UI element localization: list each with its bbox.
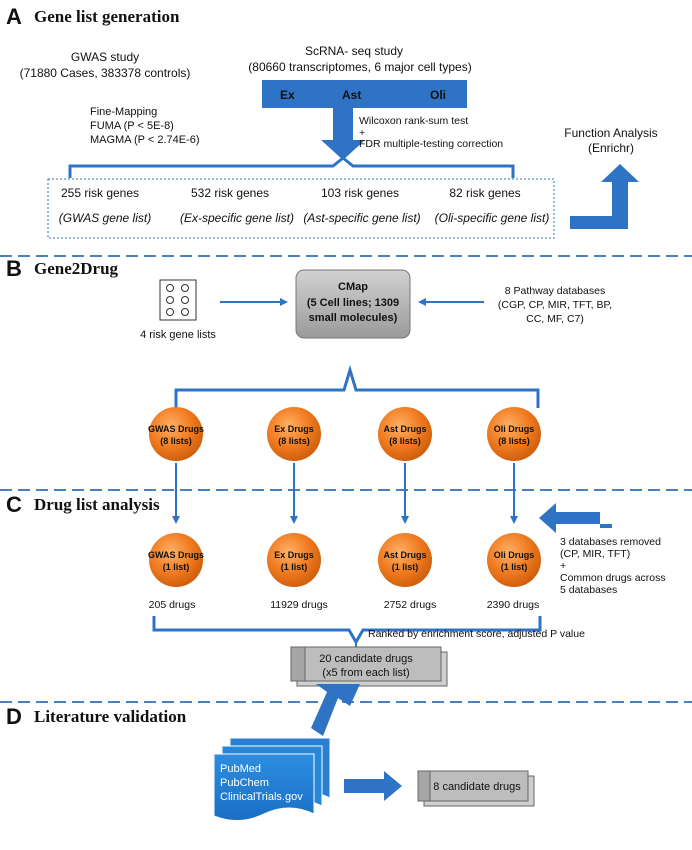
drug-lists: (1 list) (281, 562, 308, 572)
drug-lists: (8 lists) (498, 436, 530, 446)
function-analysis-arrow (570, 164, 639, 229)
drug-circle-gwas-c: GWAS Drugs (1 list) (148, 533, 204, 587)
gene-list-oli: (Oli-specific gene list) (435, 211, 550, 225)
drug-lists: (1 list) (501, 562, 528, 572)
literature-documents-icon (213, 737, 331, 821)
arrow-to-final (344, 771, 402, 801)
section-d-letter: D (6, 704, 22, 729)
drug-count-ex: 11929 drugs (270, 599, 328, 611)
drug-name: Ast Drugs (383, 550, 426, 560)
finemap-label-2: FUMA (P < 5E-8) (90, 120, 174, 132)
gene-count-ex: 532 risk genes (191, 186, 269, 200)
gene-count-gwas: 255 risk genes (61, 186, 139, 200)
ranked-label: Ranked by enrichment score, adjusted P v… (368, 628, 585, 640)
brace-c (152, 616, 542, 645)
function-analysis-1: Function Analysis (564, 126, 657, 140)
drug-count-gwas: 205 drugs (149, 599, 196, 611)
databases-removed-arrow (539, 503, 612, 533)
section-a-letter: A (6, 4, 22, 29)
drug-name: GWAS Drugs (148, 424, 204, 434)
wilcoxon-label-1: Wilcoxon rank-sum test (359, 115, 468, 127)
drug-name: GWAS Drugs (148, 550, 204, 560)
drug-circle-ex-c: Ex Drugs (1 list) (267, 533, 321, 587)
gwas-study-title: GWAS study (71, 50, 139, 64)
cell-type-oli: Oli (430, 88, 446, 102)
finemap-label-3: MAGMA (P < 2.74E-6) (90, 134, 200, 146)
drug-count-ast: 2752 drugs (384, 599, 437, 611)
gene-list-box (47, 178, 555, 239)
final-candidates-box (417, 770, 535, 807)
drug-lists: (1 list) (392, 562, 419, 572)
gene-plate-icon (159, 279, 197, 321)
candidate-drugs-box (290, 646, 448, 687)
drug-lists: (8 lists) (389, 436, 421, 446)
drug-lists: (1 list) (163, 562, 190, 572)
drug-name: Oli Drugs (494, 550, 535, 560)
final-candidates-label: 8 candidate drugs (433, 781, 521, 793)
section-c-title: Drug list analysis (34, 495, 160, 514)
gwas-study-sub: (71880 Cases, 383378 controls) (20, 66, 191, 80)
doc-pubmed: PubMed (220, 763, 261, 775)
section-c-letter: C (6, 492, 22, 517)
drug-name: Ast Drugs (383, 424, 426, 434)
scrna-down-arrow (321, 108, 365, 160)
drug-circle-ast-b: Ast Drugs (8 lists) (378, 407, 432, 461)
diagonal-arrow (311, 684, 360, 736)
cmap-box (295, 269, 411, 339)
drug-lists: (8 lists) (278, 436, 310, 446)
removed-label-5: 5 databases (560, 584, 617, 596)
gene-list-ex: (Ex-specific gene list) (180, 211, 294, 225)
function-analysis-2: (Enrichr) (588, 141, 634, 155)
drug-circle-ast-c: Ast Drugs (1 list) (378, 533, 432, 587)
candidates-label-2: (x5 from each list) (322, 667, 409, 679)
drug-name: Oli Drugs (494, 424, 535, 434)
drug-circle-gwas-b: GWAS Drugs (8 lists) (148, 407, 204, 461)
pathway-label-1: 8 Pathway databases (505, 285, 605, 297)
wilcoxon-label-2: + (359, 127, 365, 139)
drug-circle-oli-c: Oli Drugs (1 list) (487, 533, 541, 587)
gene-count-ast: 103 risk genes (321, 186, 399, 200)
drug-circle-oli-b: Oli Drugs (8 lists) (487, 407, 541, 461)
gene-lists-label: 4 risk gene lists (140, 329, 216, 341)
drug-circle-ex-b: Ex Drugs (8 lists) (267, 407, 321, 461)
section-b-title: Gene2Drug (34, 259, 119, 278)
removed-label-1: 3 databases removed (560, 536, 661, 548)
cell-type-ex: Ex (280, 88, 295, 102)
scrna-study-title: ScRNA- seq study (305, 44, 403, 58)
cmap-label-3: small molecules) (309, 312, 398, 324)
drug-name: Ex Drugs (274, 550, 314, 560)
brace-b (174, 364, 540, 408)
cell-type-bar (262, 80, 467, 108)
candidates-label-1: 20 candidate drugs (319, 653, 413, 665)
cmap-label-1: CMap (338, 281, 368, 293)
gene-list-ast: (Ast-specific gene list) (303, 211, 420, 225)
drug-name: Ex Drugs (274, 424, 314, 434)
finemap-label-1: Fine-Mapping (90, 106, 157, 118)
removed-label-3: + (560, 560, 566, 572)
drug-lists: (8 lists) (160, 436, 192, 446)
section-a-title: Gene list generation (34, 7, 180, 26)
cmap-label-2: (5 Cell lines; 1309 (307, 297, 399, 309)
section-b-letter: B (6, 256, 22, 281)
removed-label-4: Common drugs across (560, 572, 666, 584)
scrna-study-sub: (80660 transcriptomes, 6 major cell type… (248, 60, 471, 74)
pathway-label-3: CC, MF, C7) (526, 313, 584, 325)
gene-list-gwas: (GWAS gene list) (59, 211, 151, 225)
brace-a (68, 156, 515, 178)
removed-label-2: (CP, MIR, TFT) (560, 548, 630, 560)
gene-count-oli: 82 risk genes (449, 186, 520, 200)
section-d-title: Literature validation (34, 707, 187, 726)
drug-count-oli: 2390 drugs (487, 599, 540, 611)
doc-pubchem: PubChem (220, 777, 269, 789)
cell-type-ast: Ast (342, 88, 361, 102)
doc-clinicaltrials: ClinicalTrials.gov (220, 791, 303, 803)
pathway-label-2: (CGP, CP, MIR, TFT, BP, (498, 299, 612, 311)
wilcoxon-label-3: FDR multiple-testing correction (359, 138, 503, 150)
